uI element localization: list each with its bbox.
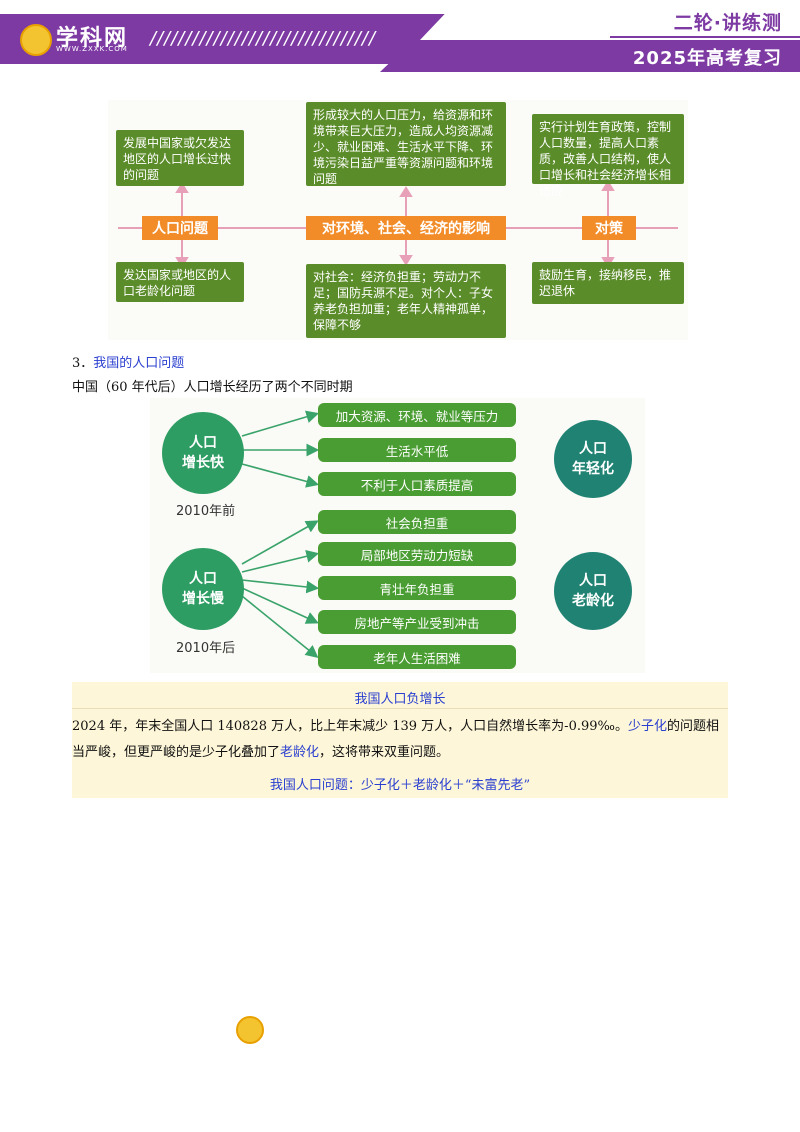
header-line (610, 36, 800, 38)
note-box (72, 682, 728, 798)
header-tag-top: 二轮·讲练测 (673, 12, 782, 34)
note-body: 2024 年，年末全国人口 140828 万人，比上年末减少 139 万人，人口… (72, 714, 728, 766)
box-left-top: 发展中国家或欠发达地区的人口增长过快的问题 (116, 130, 244, 186)
circle-young-population: 人口 年轻化 (554, 420, 632, 498)
circle-aging-line2: 老龄化 (572, 593, 614, 609)
circle-slow-line1: 人口 (189, 571, 217, 587)
slow-item: 房地产等产业受到冲击 (318, 610, 516, 634)
section-title: 3．我国的人口问题 (72, 352, 184, 371)
footer-mascot-icon (236, 1016, 264, 1044)
slow-item: 社会负担重 (318, 510, 516, 534)
circle-young-line1: 人口 (579, 441, 607, 457)
section-subtitle: 中国（60 年代后）人口增长经历了两个不同时期 (72, 380, 353, 395)
note-body-part1: 2024 年，年末全国人口 140828 万人，比上年末减少 139 万人，人口… (72, 719, 628, 734)
box-right-bottom: 鼓励生育，接纳移民，推迟退休 (532, 262, 684, 304)
header-white-cut (420, 0, 800, 40)
slow-item: 青壮年负担重 (318, 576, 516, 600)
slow-item: 老年人生活困难 (318, 645, 516, 669)
note-title: 我国人口负增长 (354, 692, 446, 707)
fast-item: 生活水平低 (318, 438, 516, 462)
box-center-top: 形成较大的人口压力，给资源和环境带来巨大压力，造成人均资源减少、就业困难、生活水… (306, 102, 506, 186)
header-band (0, 14, 460, 64)
circle-slow-line2: 增长慢 (182, 591, 224, 607)
circle-fast-line1: 人口 (189, 435, 217, 451)
fast-item: 不利于人口素质提高 (318, 472, 516, 496)
note-body-part3: ，这将带来双重问题。 (319, 745, 450, 760)
circle-aging-line1: 人口 (579, 573, 607, 589)
box-left-bottom: 发达国家或地区的人口老龄化问题 (116, 262, 244, 302)
logo-mascot-icon (20, 24, 52, 56)
header-band-right (380, 40, 800, 72)
circle-young-line2: 年轻化 (572, 461, 614, 477)
label-impact: 对环境、社会、经济的影响 (306, 216, 506, 240)
note-body-part2: 的问题相当严峻，但更严峻的是少子化叠加了 (72, 719, 719, 760)
note-link-low-fertility[interactable]: 少子化 (627, 719, 667, 734)
note-footer: 我国人口问题：少子化＋老龄化＋“未富先老” (269, 778, 531, 793)
circle-slow-growth: 人口 增长慢 (162, 548, 244, 630)
label-population-problem: 人口问题 (142, 216, 218, 240)
note-separator (72, 708, 728, 709)
slow-item: 局部地区劳动力短缺 (318, 542, 516, 566)
section-title-text: 我国的人口问题 (93, 356, 185, 371)
period-before-2010: 2010年前 (176, 504, 236, 519)
circle-aging-population: 人口 老龄化 (554, 552, 632, 630)
circle-fast-line2: 增长快 (182, 455, 224, 471)
period-after-2010: 2010年后 (176, 641, 236, 656)
circle-fast-growth: 人口 增长快 (162, 412, 244, 494)
fast-item: 加大资源、环境、就业等压力 (318, 403, 516, 427)
diagram2-arrows (241, 410, 320, 659)
section-number: 3． (72, 356, 94, 371)
box-right-top: 实行计划生育政策，控制人口数量，提高人口素质，改善人口结构，使人口增长和社会经济… (532, 114, 684, 198)
note-link-aging[interactable]: 老龄化 (280, 745, 320, 760)
label-countermeasures: 对策 (582, 216, 636, 240)
header-tag-bottom: 2025年高考复习 (632, 48, 782, 69)
logo-text: 学科网 (56, 26, 129, 51)
logo-url: WWW.ZXXK.COM (56, 45, 128, 53)
box-center-bottom: 对社会：经济负担重；劳动力不足；国防兵源不足。对个人：子女养老负担加重；老年人精… (306, 264, 506, 338)
header-slashes: //////////////////////////////// (150, 28, 377, 49)
